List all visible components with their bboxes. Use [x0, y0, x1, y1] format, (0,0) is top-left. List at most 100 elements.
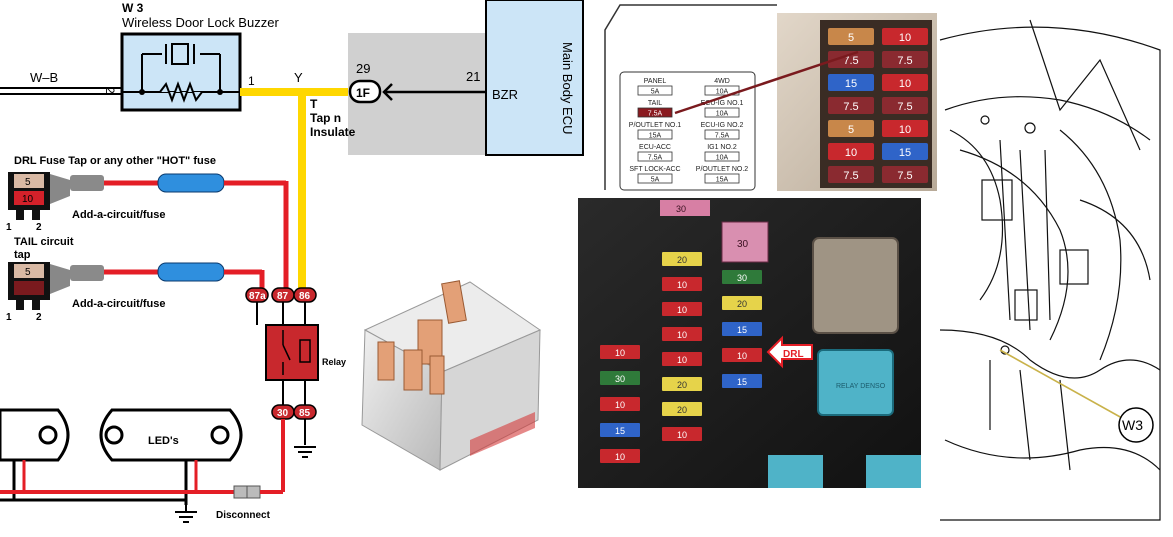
relay-photo — [361, 280, 542, 471]
connector-arrow-icon — [382, 83, 393, 101]
svg-text:20: 20 — [737, 299, 747, 309]
svg-text:7.5A: 7.5A — [715, 133, 730, 140]
svg-text:30: 30 — [737, 239, 749, 250]
svg-text:86: 86 — [299, 291, 311, 302]
svg-text:20: 20 — [677, 255, 687, 265]
fusebox-fuse: 20 — [662, 252, 702, 266]
photo-fuse: 10 — [828, 143, 874, 160]
svg-text:30: 30 — [737, 273, 747, 283]
fusebox-fuse: 20 — [662, 377, 702, 391]
svg-text:10: 10 — [899, 124, 911, 136]
drl-fuse-bottom — [14, 191, 44, 205]
fusebox-fuse: 15 — [722, 322, 762, 336]
tail-title-2: tap — [14, 249, 31, 261]
svg-text:7.5: 7.5 — [843, 55, 858, 67]
ecu-box — [485, 0, 584, 156]
svg-text:10A: 10A — [716, 111, 729, 118]
svg-text:7.5: 7.5 — [897, 55, 912, 67]
photo-fuse: 15 — [882, 143, 928, 160]
svg-text:1: 1 — [6, 312, 12, 323]
svg-text:ECU-IG NO.1: ECU-IG NO.1 — [701, 100, 744, 107]
relay-block-blue — [817, 349, 894, 416]
relay-pin-87a: 87a — [245, 287, 269, 303]
drl-fuse-top — [14, 174, 44, 188]
svg-text:10: 10 — [22, 194, 34, 205]
svg-text:10: 10 — [615, 452, 625, 462]
svg-text:15A: 15A — [649, 133, 662, 140]
svg-text:5: 5 — [848, 124, 854, 136]
drl-title: DRL Fuse Tap or any other "HOT" fuse — [14, 155, 216, 167]
drl-tap: DRL Fuse Tap or any other "HOT" fuse 5 1… — [6, 155, 289, 290]
engine-bay-drawing — [939, 19, 1161, 521]
svg-text:20: 20 — [677, 380, 687, 390]
fusebox-fuse: 10 — [600, 345, 640, 359]
svg-text:5: 5 — [848, 32, 854, 44]
fusebox-fuse: 30 — [722, 270, 762, 284]
fusebox-top-fuse — [660, 200, 710, 216]
svg-text:20: 20 — [677, 405, 687, 415]
svg-text:7.5: 7.5 — [897, 170, 912, 182]
photo-fuse: 10 — [882, 120, 928, 137]
drl-arrow-icon — [766, 335, 813, 369]
svg-text:10A: 10A — [716, 89, 729, 96]
tail-add-circuit: Add-a-circuit/fuse — [72, 298, 166, 310]
svg-text:15: 15 — [899, 147, 911, 159]
photo-fuse: 5 — [828, 120, 874, 137]
svg-text:P/OUTLET NO.2: P/OUTLET NO.2 — [696, 166, 748, 173]
svg-text:7.5A: 7.5A — [648, 111, 663, 118]
fusebox-fuse: 30 — [600, 371, 640, 385]
svg-text:30: 30 — [676, 204, 686, 214]
photo-fuse: 7.5 — [882, 166, 928, 183]
relay-pin-30: 30 — [271, 404, 295, 420]
svg-text:PANEL: PANEL — [644, 78, 667, 85]
svg-text:7.5: 7.5 — [897, 101, 912, 113]
svg-text:15A: 15A — [716, 177, 729, 184]
buzzer-pin-1: 1 — [248, 74, 255, 88]
disconnect-label: Disconnect — [216, 510, 271, 521]
svg-text:30: 30 — [277, 408, 289, 419]
photo-fuse: 5 — [828, 28, 874, 45]
drl-inline-fuse — [157, 173, 225, 193]
svg-text:2: 2 — [36, 312, 42, 323]
wb-label: W–B — [30, 70, 58, 85]
buzzer-name: Wireless Door Lock Buzzer — [122, 15, 279, 30]
svg-text:10: 10 — [615, 348, 625, 358]
y-label: Y — [294, 70, 303, 85]
led-ground-icon — [175, 505, 197, 523]
drl-label: DRL — [783, 349, 804, 360]
drl-add-circuit: Add-a-circuit/fuse — [72, 209, 166, 221]
svg-text:IG1 NO.2: IG1 NO.2 — [707, 144, 737, 151]
photo-fuse: 7.5 — [828, 51, 874, 68]
fusebox-photo: RELAY DENSO 30 30 1030101510201010101020… — [578, 198, 921, 488]
fusebox-fuse: 15 — [600, 423, 640, 437]
svg-text:10: 10 — [845, 147, 857, 159]
svg-text:7.5: 7.5 — [843, 101, 858, 113]
svg-text:87: 87 — [277, 291, 289, 302]
svg-text:7.5A: 7.5A — [648, 155, 663, 162]
connector-1f — [348, 79, 382, 104]
t-label-3: Insulate — [310, 125, 356, 139]
relay-pin-85: 85 — [293, 404, 317, 420]
buzzer-pin-2: 2 — [103, 87, 117, 94]
svg-text:10A: 10A — [716, 155, 729, 162]
buzzer-code: W 3 — [122, 1, 144, 15]
relay-pin-86: 86 — [293, 287, 317, 303]
tail-fuse-bottom — [14, 281, 44, 295]
svg-text:RELAY DENSO: RELAY DENSO — [836, 383, 886, 390]
svg-text:30: 30 — [615, 374, 625, 384]
svg-text:P/OUTLET NO.1: P/OUTLET NO.1 — [629, 122, 681, 129]
svg-text:10: 10 — [615, 400, 625, 410]
leds-label: LED's — [148, 435, 179, 447]
photo-fuse: 7.5 — [882, 51, 928, 68]
w3-callout — [1118, 407, 1154, 443]
svg-text:10: 10 — [899, 78, 911, 90]
fusebox-fuse: 10 — [600, 449, 640, 463]
ecu-pin-29: 29 — [356, 61, 370, 76]
fusebox-fuse: 10 — [662, 427, 702, 441]
